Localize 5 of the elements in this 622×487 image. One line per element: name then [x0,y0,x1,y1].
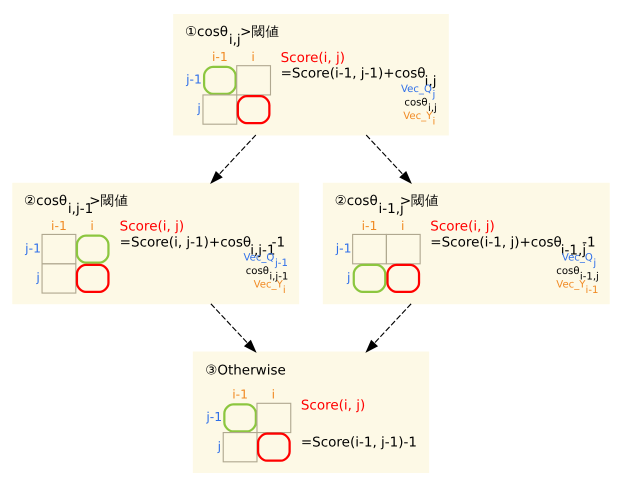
node-box: ③Otherwise i-1 i j-1 j Score(i, j) =Score(i-1, j-1)-1 [192,352,430,474]
arrow [210,134,256,184]
arrow [366,134,412,184]
arrow [365,303,412,353]
arrow [210,303,257,353]
